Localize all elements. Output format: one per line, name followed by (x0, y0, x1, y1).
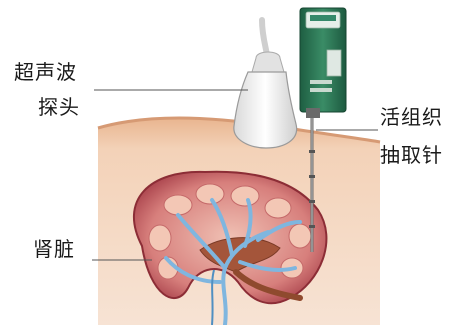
probe-label-line1: 超声波 (14, 59, 77, 85)
biopsy-device (300, 8, 346, 118)
probe-label-line2: 探头 (38, 94, 80, 120)
needle-label-line2: 抽取针 (380, 142, 443, 168)
kidney-label: 肾脏 (33, 236, 75, 262)
needle-label-line1: 活组织 (380, 104, 443, 130)
